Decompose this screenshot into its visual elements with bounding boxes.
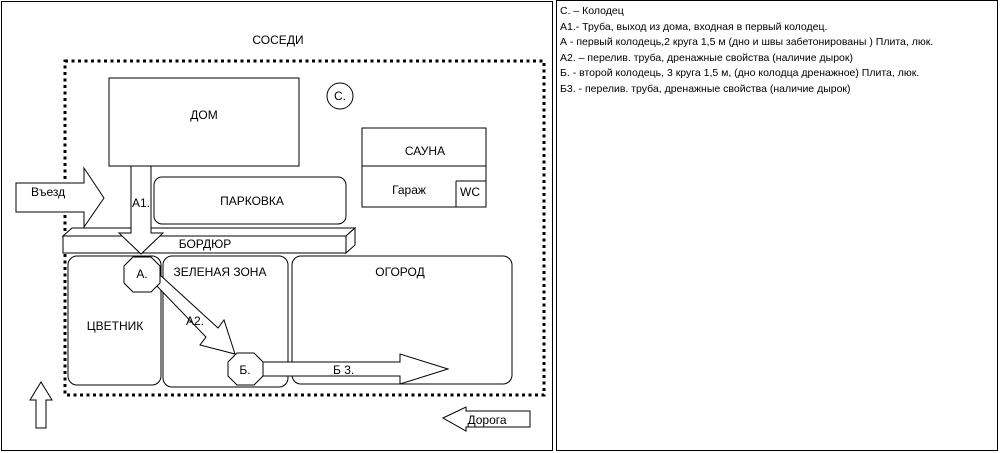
legend-line-pipe-a1: А1.- Труба, выход из дома, входная в пер… [560,20,828,33]
entry-label: Въезд [31,185,65,199]
curb-label: БОРДЮР [179,237,232,251]
sauna-label: САУНА [405,144,445,158]
pipe-a1-arrow [117,165,165,255]
well-c-label: С. [334,89,346,103]
road-label: Дорога [467,413,506,427]
legend-line-pipe-b3: Б3. - перелив. труба, дренажные свойства… [560,82,851,95]
pipe-a1-label: А1. [132,196,150,210]
house-label: ДОМ [190,108,217,122]
garden-label: ОГОРОД [375,265,424,279]
well-c-circle [326,82,354,110]
well-a-label: А. [136,267,147,281]
property-boundary [63,59,546,397]
garden-block [291,255,513,385]
entry-arrow [15,166,105,229]
legend-line-pipe-a2: А2. – перелив. труба, дренажные свойства… [560,51,853,64]
pipe-a2-label: А2. [186,314,204,328]
sauna-block [361,127,487,208]
legend-line-well-c: С. – Колодец [560,5,624,17]
plan-frame [1,1,553,451]
pipe-a2-arrow [152,273,236,355]
legend-panel: С. – Колодец А1.- Труба, выход из дома, … [556,0,998,451]
flowerbed-label: ЦВЕТНИК [87,319,144,333]
legend-line-well-b: Б. - второй колодець, 3 круга 1,5 м, (дн… [560,67,920,79]
green-zone-block [162,255,289,388]
parking-label: ПАРКОВКА [220,194,284,208]
well-b-octagon [227,352,264,386]
neighbors-label: СОСЕДИ [252,33,303,47]
road-arrow [441,406,531,432]
pipe-b3-label: Б 3. [333,363,354,377]
well-b-label: Б. [239,363,250,377]
wc-label: WC [460,185,480,199]
legend-line-well-a: А - первый колодець,2 круга 1,5 м (дно и… [560,36,934,48]
green-zone-label: ЗЕЛЕНАЯ ЗОНА [174,265,267,279]
house-block [108,77,300,167]
parking-block [153,176,347,225]
well-a-octagon [123,256,161,293]
curb-top-face [61,227,357,237]
garage-label: Гараж [392,183,426,197]
pipe-b3-arrow [257,353,450,385]
up-arrow-icon [29,381,53,429]
